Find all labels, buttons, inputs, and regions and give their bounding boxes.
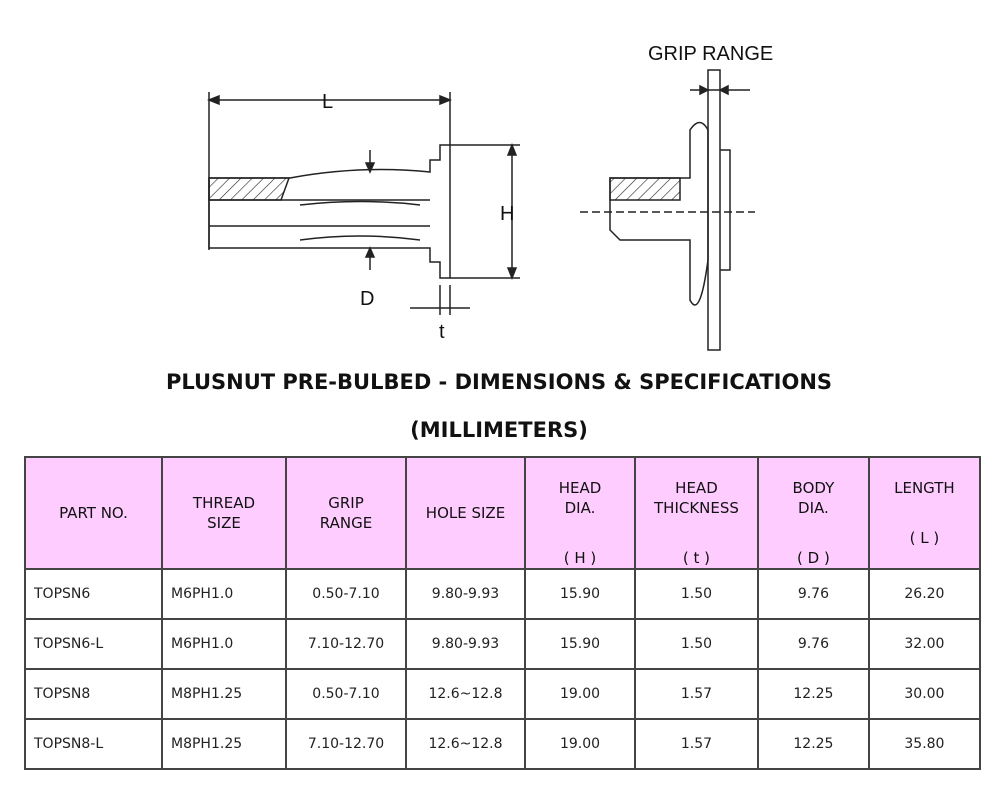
table-cell: 7.10-12.70 bbox=[285, 618, 407, 670]
grip-range-label: GRIP RANGE bbox=[648, 43, 773, 65]
table-cell: 7.10-12.70 bbox=[285, 718, 407, 770]
column-header-label: HOLE SIZE bbox=[425, 504, 506, 522]
table-cell: M8PH1.25 bbox=[161, 668, 287, 720]
column-header-symbol: ( H ) bbox=[563, 549, 597, 567]
column-header-symbol: ( L ) bbox=[909, 529, 940, 547]
table-cell: 30.00 bbox=[867, 668, 981, 720]
header-row: PART NO. THREAD SIZE GRIP RANGE HOLE SIZE HE… bbox=[24, 456, 981, 570]
table-cell: 1.57 bbox=[634, 668, 759, 720]
table-cell: TOPSN8-L bbox=[24, 718, 163, 770]
table-cell: 9.80-9.93 bbox=[405, 618, 526, 670]
column-header: HEAD THICKNESS ( t ) bbox=[634, 456, 759, 570]
table-cell: TOPSN6 bbox=[24, 568, 163, 620]
table-cell: 0.50-7.10 bbox=[285, 668, 407, 720]
column-header-label: LENGTH bbox=[894, 479, 955, 497]
table-cell: 19.00 bbox=[524, 718, 636, 770]
table-cell: TOPSN8 bbox=[24, 668, 163, 720]
column-header-symbol: ( t ) bbox=[682, 549, 711, 567]
column-header-label: BODY DIA. bbox=[792, 479, 835, 517]
height-label: H bbox=[500, 203, 514, 225]
table-cell: 26.20 bbox=[867, 568, 981, 620]
column-header: PART NO. bbox=[24, 456, 163, 570]
column-header: LENGTH ( L ) bbox=[867, 456, 981, 570]
table-cell: 15.90 bbox=[524, 618, 636, 670]
installed-view: GRIP RANGE bbox=[580, 43, 773, 351]
table-cell: 9.76 bbox=[756, 618, 870, 670]
table-cell: 35.80 bbox=[867, 718, 981, 770]
column-header: BODY DIA. ( D ) bbox=[756, 456, 870, 570]
table-cell: 12.25 bbox=[756, 668, 870, 720]
column-header-symbol: ( D ) bbox=[797, 549, 830, 567]
table-cell: M6PH1.0 bbox=[161, 618, 287, 670]
page-title: PLUSNUT PRE-BULBED - DIMENSIONS & SPECIF… bbox=[165, 370, 833, 394]
table-cell: 12.6~12.8 bbox=[405, 668, 526, 720]
plusnut-drawing: L H D t GRIP RANGE bbox=[206, 43, 773, 351]
table-cell: 15.90 bbox=[524, 568, 636, 620]
column-header-label: PART NO. bbox=[59, 504, 128, 522]
table-cell: 9.80-9.93 bbox=[405, 568, 526, 620]
table-cell: 32.00 bbox=[867, 618, 981, 670]
units-subtitle: (MILLIMETERS) bbox=[410, 418, 588, 442]
column-header-label: HEAD THICKNESS bbox=[654, 479, 739, 517]
table-cell: TOPSN6-L bbox=[24, 618, 163, 670]
table-cell: 1.57 bbox=[634, 718, 759, 770]
table-cell: 12.25 bbox=[756, 718, 870, 770]
table-cell: 12.6~12.8 bbox=[405, 718, 526, 770]
column-header: HEAD DIA. ( H ) bbox=[524, 456, 636, 570]
body-diameter-label: D bbox=[360, 288, 374, 310]
column-header: GRIP RANGE bbox=[285, 456, 407, 570]
column-header: THREAD SIZE bbox=[161, 456, 287, 570]
column-header-label: GRIP RANGE bbox=[319, 494, 373, 532]
column-header: HOLE SIZE bbox=[405, 456, 526, 570]
length-label: L bbox=[322, 91, 333, 113]
side-view: L H D t bbox=[206, 91, 520, 343]
column-header-label: HEAD DIA. bbox=[558, 479, 602, 517]
thickness-label: t bbox=[439, 321, 445, 343]
table-cell: 9.76 bbox=[756, 568, 870, 620]
table-cell: 1.50 bbox=[634, 568, 759, 620]
table-cell: 0.50-7.10 bbox=[285, 568, 407, 620]
column-header-label: THREAD SIZE bbox=[192, 494, 256, 532]
table-cell: 19.00 bbox=[524, 668, 636, 720]
table-cell: M6PH1.0 bbox=[161, 568, 287, 620]
specifications-table: PART NO. THREAD SIZE GRIP RANGE HOLE SIZE HE… bbox=[24, 456, 981, 770]
table-cell: 1.50 bbox=[634, 618, 759, 670]
table-cell: M8PH1.25 bbox=[161, 718, 287, 770]
